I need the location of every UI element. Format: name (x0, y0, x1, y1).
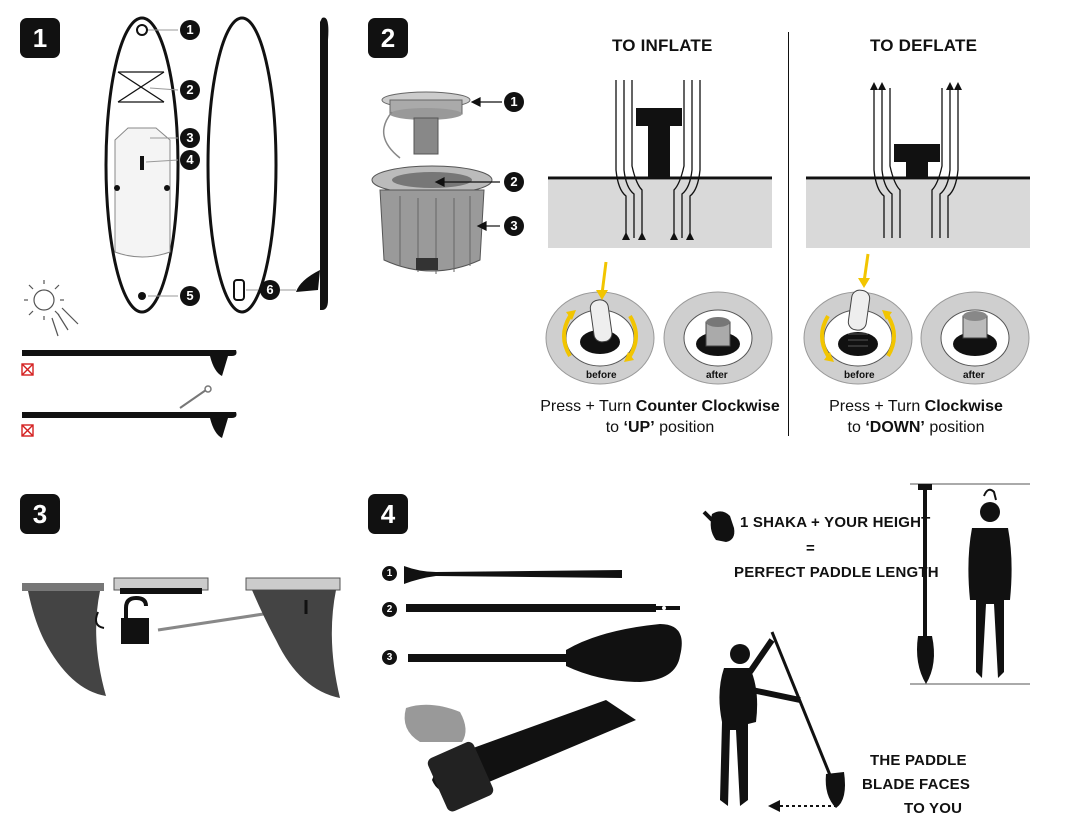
blade-note-line-1: THE PADDLE (870, 752, 967, 769)
inflate-after-label: after (706, 370, 728, 381)
deflate-caption2-pre: to (847, 419, 866, 436)
shaka-line-2: = (806, 540, 815, 557)
inflate-caption2-bold: ‘UP’ (623, 419, 655, 436)
paddle-part-callout-3: 3 (382, 650, 397, 665)
deflate-caption-pre: Press + Turn (829, 398, 925, 415)
board-callout-6: 6 (260, 280, 280, 300)
step-badge-3: 3 (20, 494, 60, 534)
board-callout-2: 2 (180, 80, 200, 100)
valve-callout-1: 1 (504, 92, 524, 112)
board-callout-5: 5 (180, 286, 200, 306)
step-badge-2: 2 (368, 18, 408, 58)
valve-callout-3: 3 (504, 216, 524, 236)
section-divider (788, 32, 789, 436)
inflate-caption2-pre: to (605, 419, 624, 436)
inflate-heading: TO INFLATE (612, 36, 713, 55)
step-badge-4: 4 (368, 494, 408, 534)
deflate-heading: TO DEFLATE (870, 36, 978, 55)
shaka-line-3: PERFECT PADDLE LENGTH (734, 564, 939, 581)
blade-note-line-2: BLADE FACES (862, 776, 971, 793)
board-callout-1: 1 (180, 20, 200, 40)
board-callout-3: 3 (180, 128, 200, 148)
shaka-line-1: 1 SHAKA + YOUR HEIGHT (740, 514, 931, 531)
deflate-caption2-post: position (924, 419, 985, 436)
inflate-caption: Press + Turn Counter Clockwise to ‘UP’ p… (530, 396, 790, 438)
deflate-caption2-bold: ‘DOWN’ (865, 419, 925, 436)
inflate-before-label: before (586, 370, 617, 381)
step-badge-1: 1 (20, 18, 60, 58)
paddle-part-callout-2: 2 (382, 602, 397, 617)
inflate-caption-bold: Counter Clockwise (635, 398, 780, 415)
deflate-caption-bold: Clockwise (924, 398, 1003, 415)
deflate-after-label: after (963, 370, 985, 381)
valve-callout-2: 2 (504, 172, 524, 192)
board-callout-4: 4 (180, 150, 200, 170)
inflate-caption-pre: Press + Turn (540, 398, 636, 415)
inflate-caption2-post: position (654, 419, 715, 436)
deflate-caption: Press + Turn Clockwise to ‘DOWN’ positio… (786, 396, 1046, 438)
blade-note-line-3: TO YOU (904, 800, 963, 817)
paddle-part-callout-1: 1 (382, 566, 397, 581)
deflate-before-label: before (844, 370, 875, 381)
